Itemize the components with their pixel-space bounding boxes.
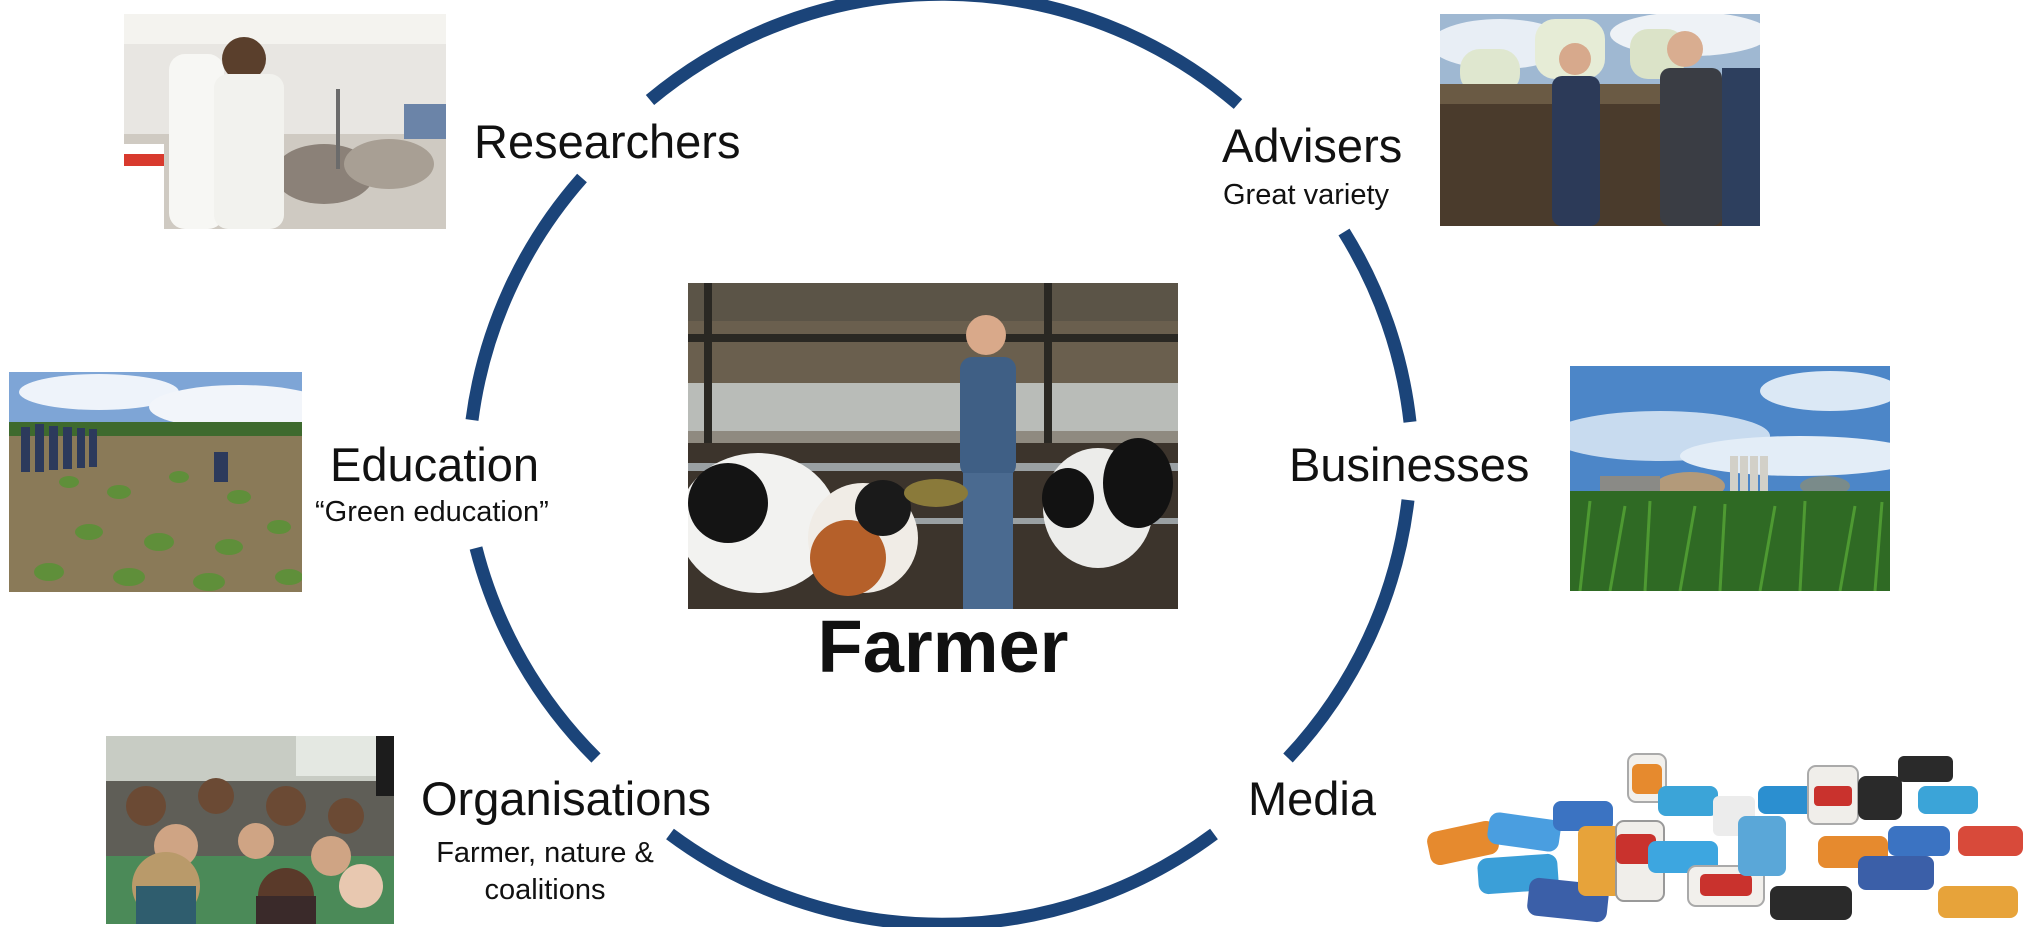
businesses-title: Businesses xyxy=(1289,438,1530,491)
organisations-title: Organisations xyxy=(421,772,711,825)
ring-arc-upper-left xyxy=(465,173,587,421)
media-photo xyxy=(1418,746,2030,924)
organisations-photo xyxy=(106,736,394,924)
ring-arc-lower-left xyxy=(469,546,601,763)
ring-arc-top xyxy=(645,0,1243,109)
education-subtitle: “Green education” xyxy=(315,496,549,528)
ring-arc-bottom xyxy=(666,828,1218,927)
researchers-photo xyxy=(124,14,446,229)
ring-arc-upper-right xyxy=(1338,228,1417,423)
advisers-title: Advisers xyxy=(1222,119,1403,172)
organisations-subtitle-line1: Farmer, nature & xyxy=(436,837,654,869)
center-title: Farmer xyxy=(817,605,1069,688)
media-title: Media xyxy=(1248,772,1377,825)
businesses-photo xyxy=(1570,366,1890,591)
farmer-photo xyxy=(688,283,1178,609)
advisers-photo xyxy=(1440,14,1760,226)
researchers-title: Researchers xyxy=(474,115,741,168)
organisations-subtitle-line2: coalitions xyxy=(484,874,606,906)
ring-arc-lower-right xyxy=(1283,499,1415,763)
education-photo xyxy=(9,372,302,592)
education-title: Education xyxy=(330,438,540,491)
advisers-subtitle: Great variety xyxy=(1223,179,1389,211)
